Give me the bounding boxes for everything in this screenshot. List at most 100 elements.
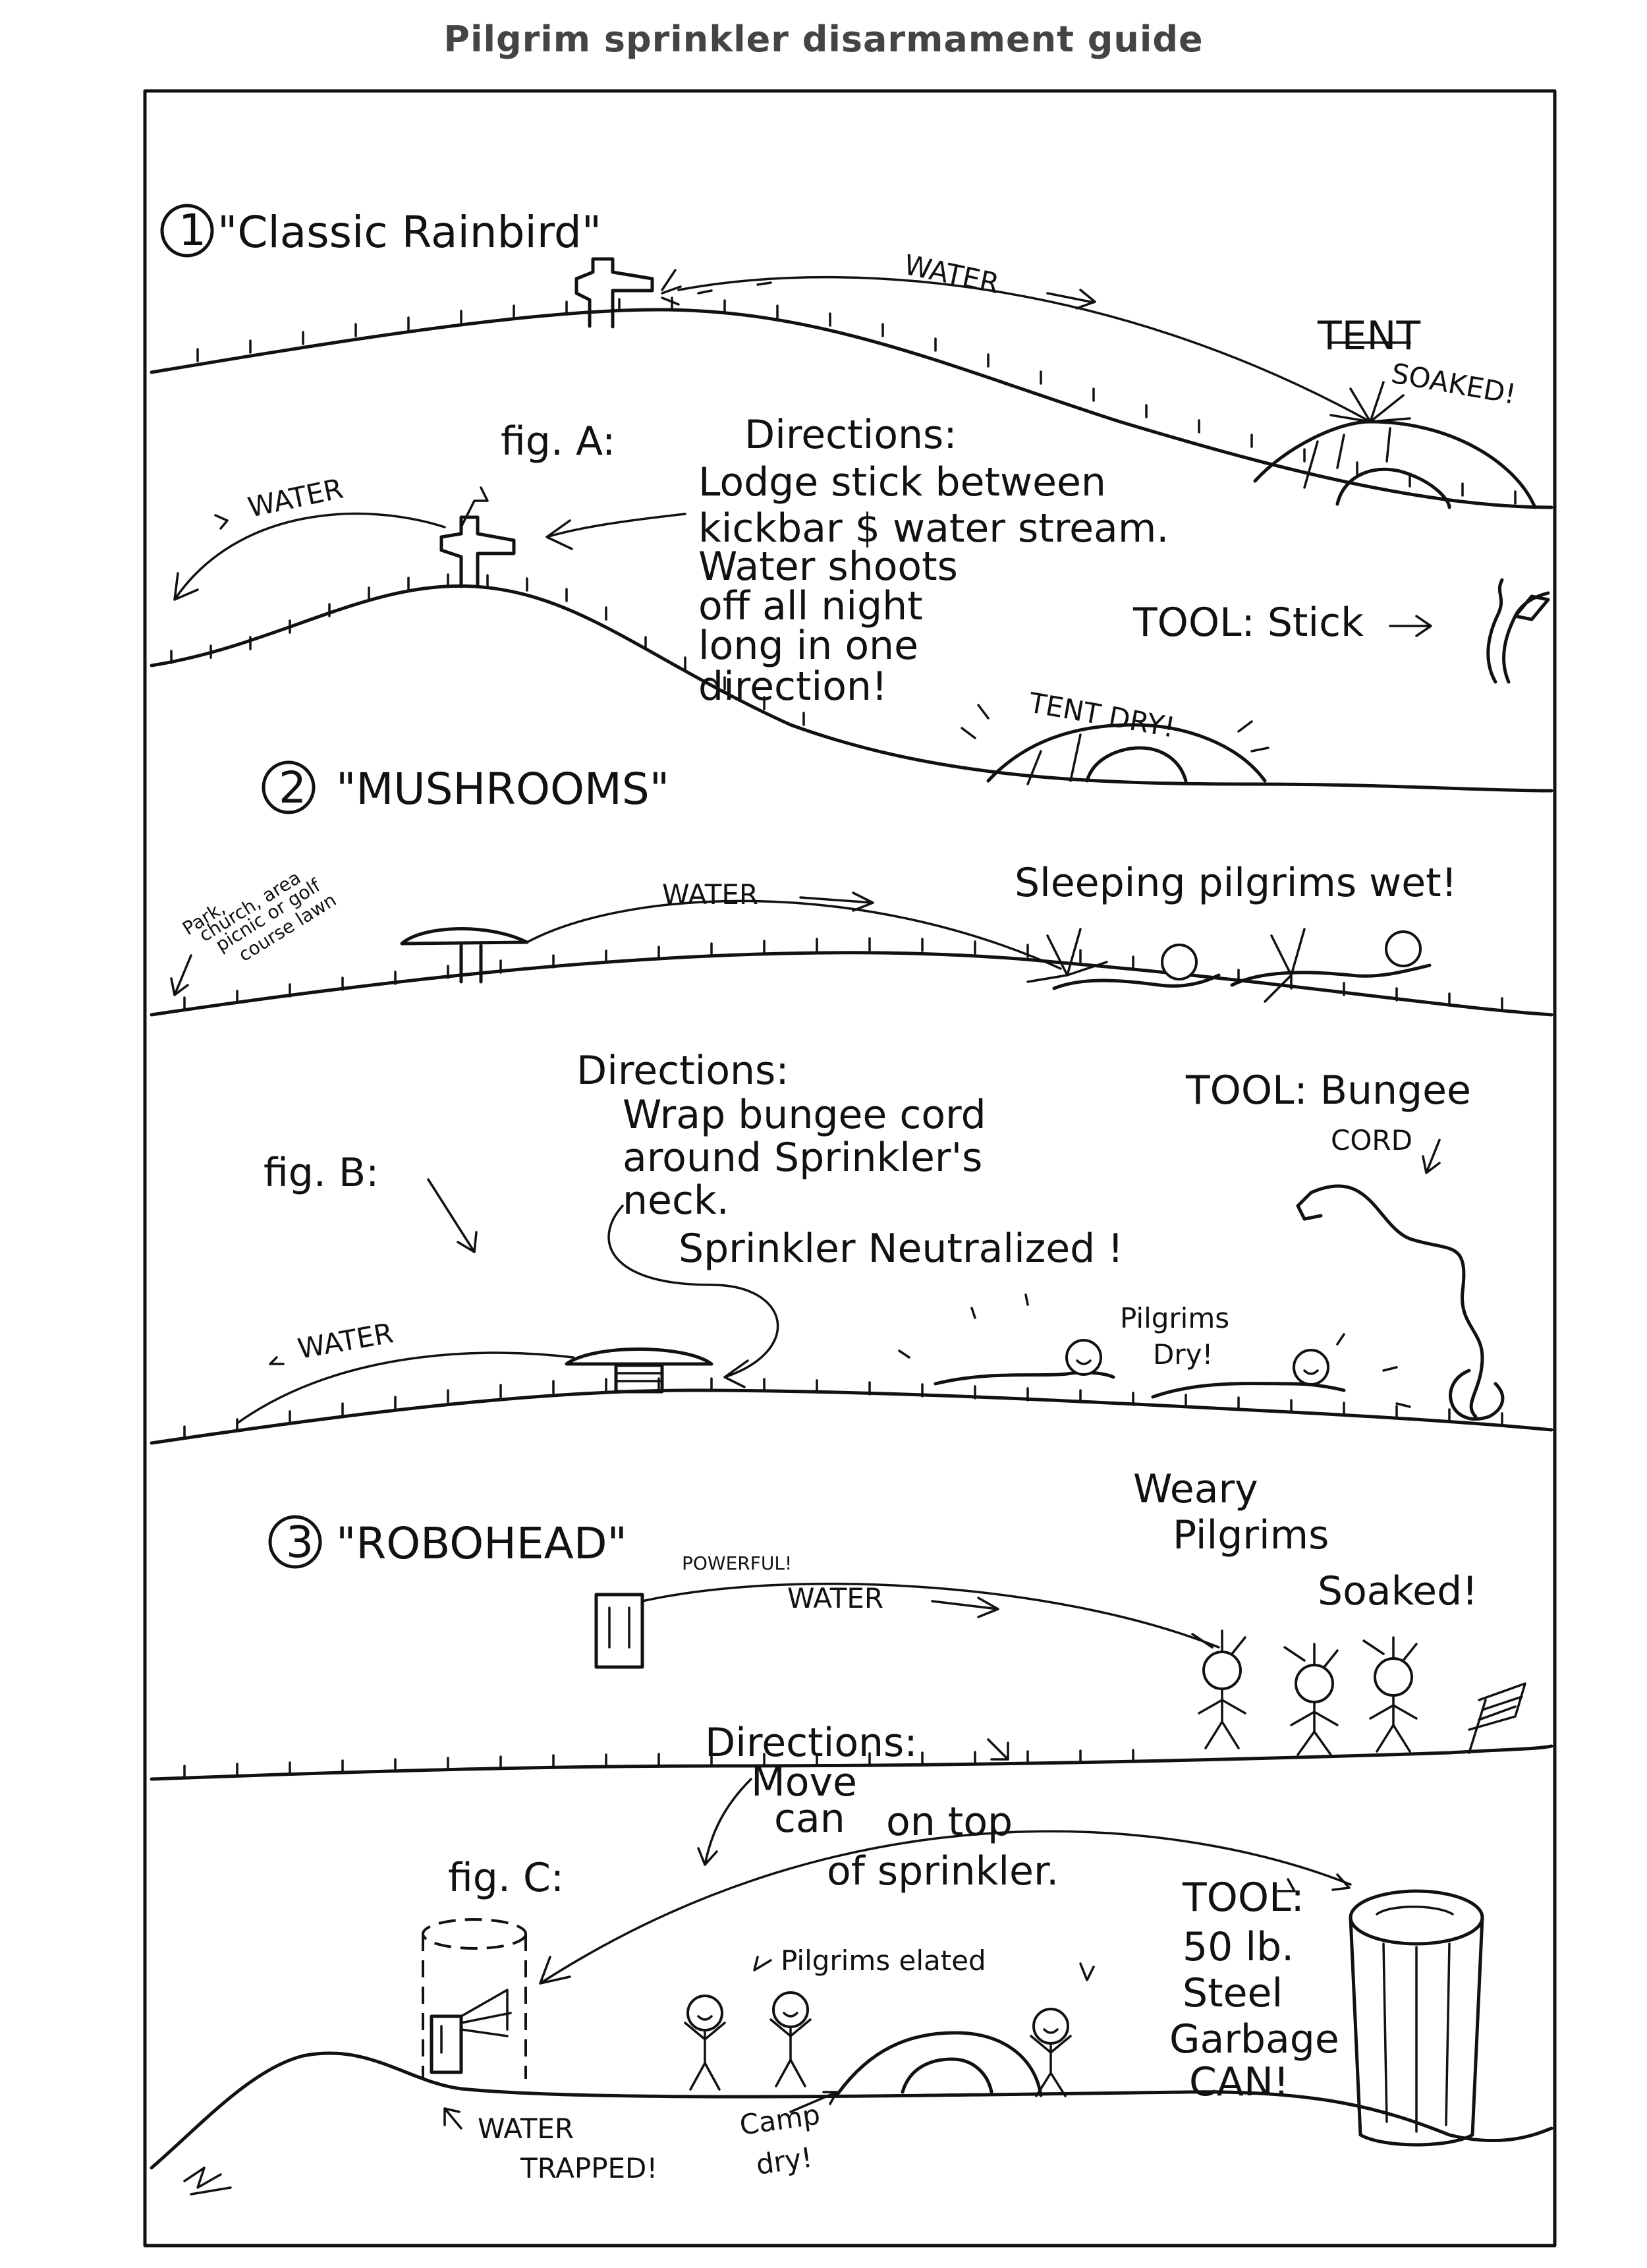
step-number: 1 [179,205,206,256]
svg-text:Soaked!: Soaked! [1318,1568,1478,1614]
svg-text:Dry!: Dry! [1153,1338,1213,1371]
elated-pilgrim-icon [1030,2008,1072,2097]
svg-text:Pilgrims: Pilgrims [1173,1512,1329,1558]
ground-line [150,2051,1553,2170]
water-label: WATER [662,878,758,911]
svg-text:Garbage: Garbage [1169,2016,1339,2062]
garbage-can-icon [1349,1889,1484,2147]
fig-b-label: fig. B: [264,1150,379,1196]
camp-tent-icon [835,2031,1043,2097]
powerful-label: POWERFUL! [682,1552,792,1574]
location-note: Park, church, area picnic or golf course… [179,866,340,966]
tool-cord-label: CORD [1331,1124,1412,1156]
wrapped-sprinkler-icon [565,1347,713,1394]
section-classic-rainbird: 1 "Classic Rainbird" WATER TENT SOAKED! … [150,204,1553,793]
move-can-arrow [539,1830,1352,1985]
ground-line [150,951,1553,1017]
svg-text:Steel: Steel [1183,1970,1283,2016]
step-number-circle [268,1515,322,1569]
svg-text:WATER: WATER [478,2112,574,2145]
svg-text:dry!: dry! [754,2141,815,2180]
soaked-tent-icon [1253,381,1537,509]
rainbird-with-stick-icon [439,486,516,588]
water-stream [526,899,1062,970]
water-stream [641,1582,1220,1649]
svg-text:Wrap bungee cord: Wrap bungee cord [623,1092,986,1138]
directions-arrow [545,513,686,550]
svg-text:kickbar $ water stream.: kickbar $ water stream. [698,505,1169,552]
trapped-sprinkler-icon [422,1918,527,2079]
robohead-sprinkler-icon [594,1593,644,1669]
svg-text:around Sprinkler's: around Sprinkler's [623,1135,982,1181]
svg-text:Water shoots: Water shoots [698,544,958,590]
neutralized-label: Sprinkler Neutralized ! [679,1226,1123,1272]
dry-tent-icon [961,704,1270,785]
dry-pilgrim-icon [934,1339,1115,1386]
pilgrims-elated-label: Pilgrims elated [781,1944,986,1977]
grass-ticks [183,1749,1134,1779]
fig-a-label: fig. A: [501,418,615,465]
grass-ticks [196,297,1517,505]
water-stream-back [173,512,446,601]
tent-label: TENT [1317,313,1420,359]
pilgrims-wet-label: Sleeping pilgrims wet! [1015,860,1457,906]
directions-heading: Directions: [744,412,957,458]
step-number: 3 [286,1517,314,1568]
tent-dry-label: TENT DRY! [1026,686,1177,743]
rainbird-sprinkler-icon [574,257,682,329]
section-heading: "ROBOHEAD" [336,1518,627,1569]
soaked-pilgrim-icon [1362,1636,1418,1753]
panel-frame [143,89,1557,2248]
soaked-pilgrim-icon [1283,1643,1339,1756]
bungee-cord-icon [1296,1184,1505,1421]
grass-ticks [183,1377,1503,1440]
svg-text:can: can [774,1796,845,1842]
stick-icon [1486,578,1550,684]
camp-dry-label: Camp dry! [738,2098,822,2181]
svg-text:neck.: neck. [623,1177,729,1224]
section-heading: "Classic Rainbird" [217,207,601,258]
svg-text:TOOL:: TOOL: [1182,1875,1304,1921]
directions-text: Wrap bungee cord around Sprinkler's neck… [623,1092,986,1224]
water-back-label: WATER [245,472,346,523]
water-arrow [1046,289,1096,310]
directions-text: Lodge stick between kickbar $ water stre… [698,459,1169,710]
svg-text:long in one: long in one [698,623,918,669]
elated-pilgrim-icon [769,1991,812,2087]
ground-line [150,308,1553,509]
svg-text:on top: on top [886,1799,1013,1845]
directions-heading: Directions: [576,1048,789,1094]
svg-text:off all night: off all night [698,583,923,629]
signature-icon [183,2167,232,2196]
svg-text:TRAPPED!: TRAPPED! [520,2152,657,2184]
elated-pilgrim-icon [684,1995,726,2091]
directions-arrow [607,1205,779,1388]
water-label: WATER [787,1582,883,1614]
tool-bungee-label: TOOL: Bungee [1185,1067,1471,1114]
tent-soaked-label: SOAKED! [1389,357,1519,411]
flag-icon [1468,1682,1526,1754]
section-robohead: 3 "ROBOHEAD" POWERFUL! WATER Weary Pilgr… [150,1466,1553,2196]
dry-pilgrim-icon [1151,1349,1346,1399]
water-trapped-label: WATER TRAPPED! [478,2112,657,2184]
section-heading: "MUSHROOMS" [336,764,669,814]
water-stream [677,275,1372,423]
step-number-circle [262,760,316,814]
directions-heading: Directions: [705,1720,918,1766]
step-number: 2 [279,762,306,813]
svg-text:Lodge stick between: Lodge stick between [698,459,1106,505]
grass-ticks [183,937,1503,1011]
svg-text:Move: Move [751,1759,857,1805]
svg-text:Pilgrims: Pilgrims [1120,1302,1229,1334]
grass-ticks [170,573,805,726]
water-stream-back [236,1351,574,1425]
sleeping-pilgrim-icon [1026,928,1221,990]
svg-text:50 lb.: 50 lb. [1183,1924,1294,1970]
mushroom-sprinkler-icon [400,927,529,984]
fig-c-label: fig. C: [448,1855,564,1901]
pilgrims-dry-label: Pilgrims Dry! [1120,1302,1229,1371]
tool-stick-label: TOOL: Stick [1132,600,1364,646]
section-mushrooms: 2 "MUSHROOMS" Park, church, area picnic … [150,760,1553,1445]
tool-can-label: TOOL: 50 lb. Steel Garbage CAN! [1169,1875,1339,2105]
ground-line [150,584,1553,793]
